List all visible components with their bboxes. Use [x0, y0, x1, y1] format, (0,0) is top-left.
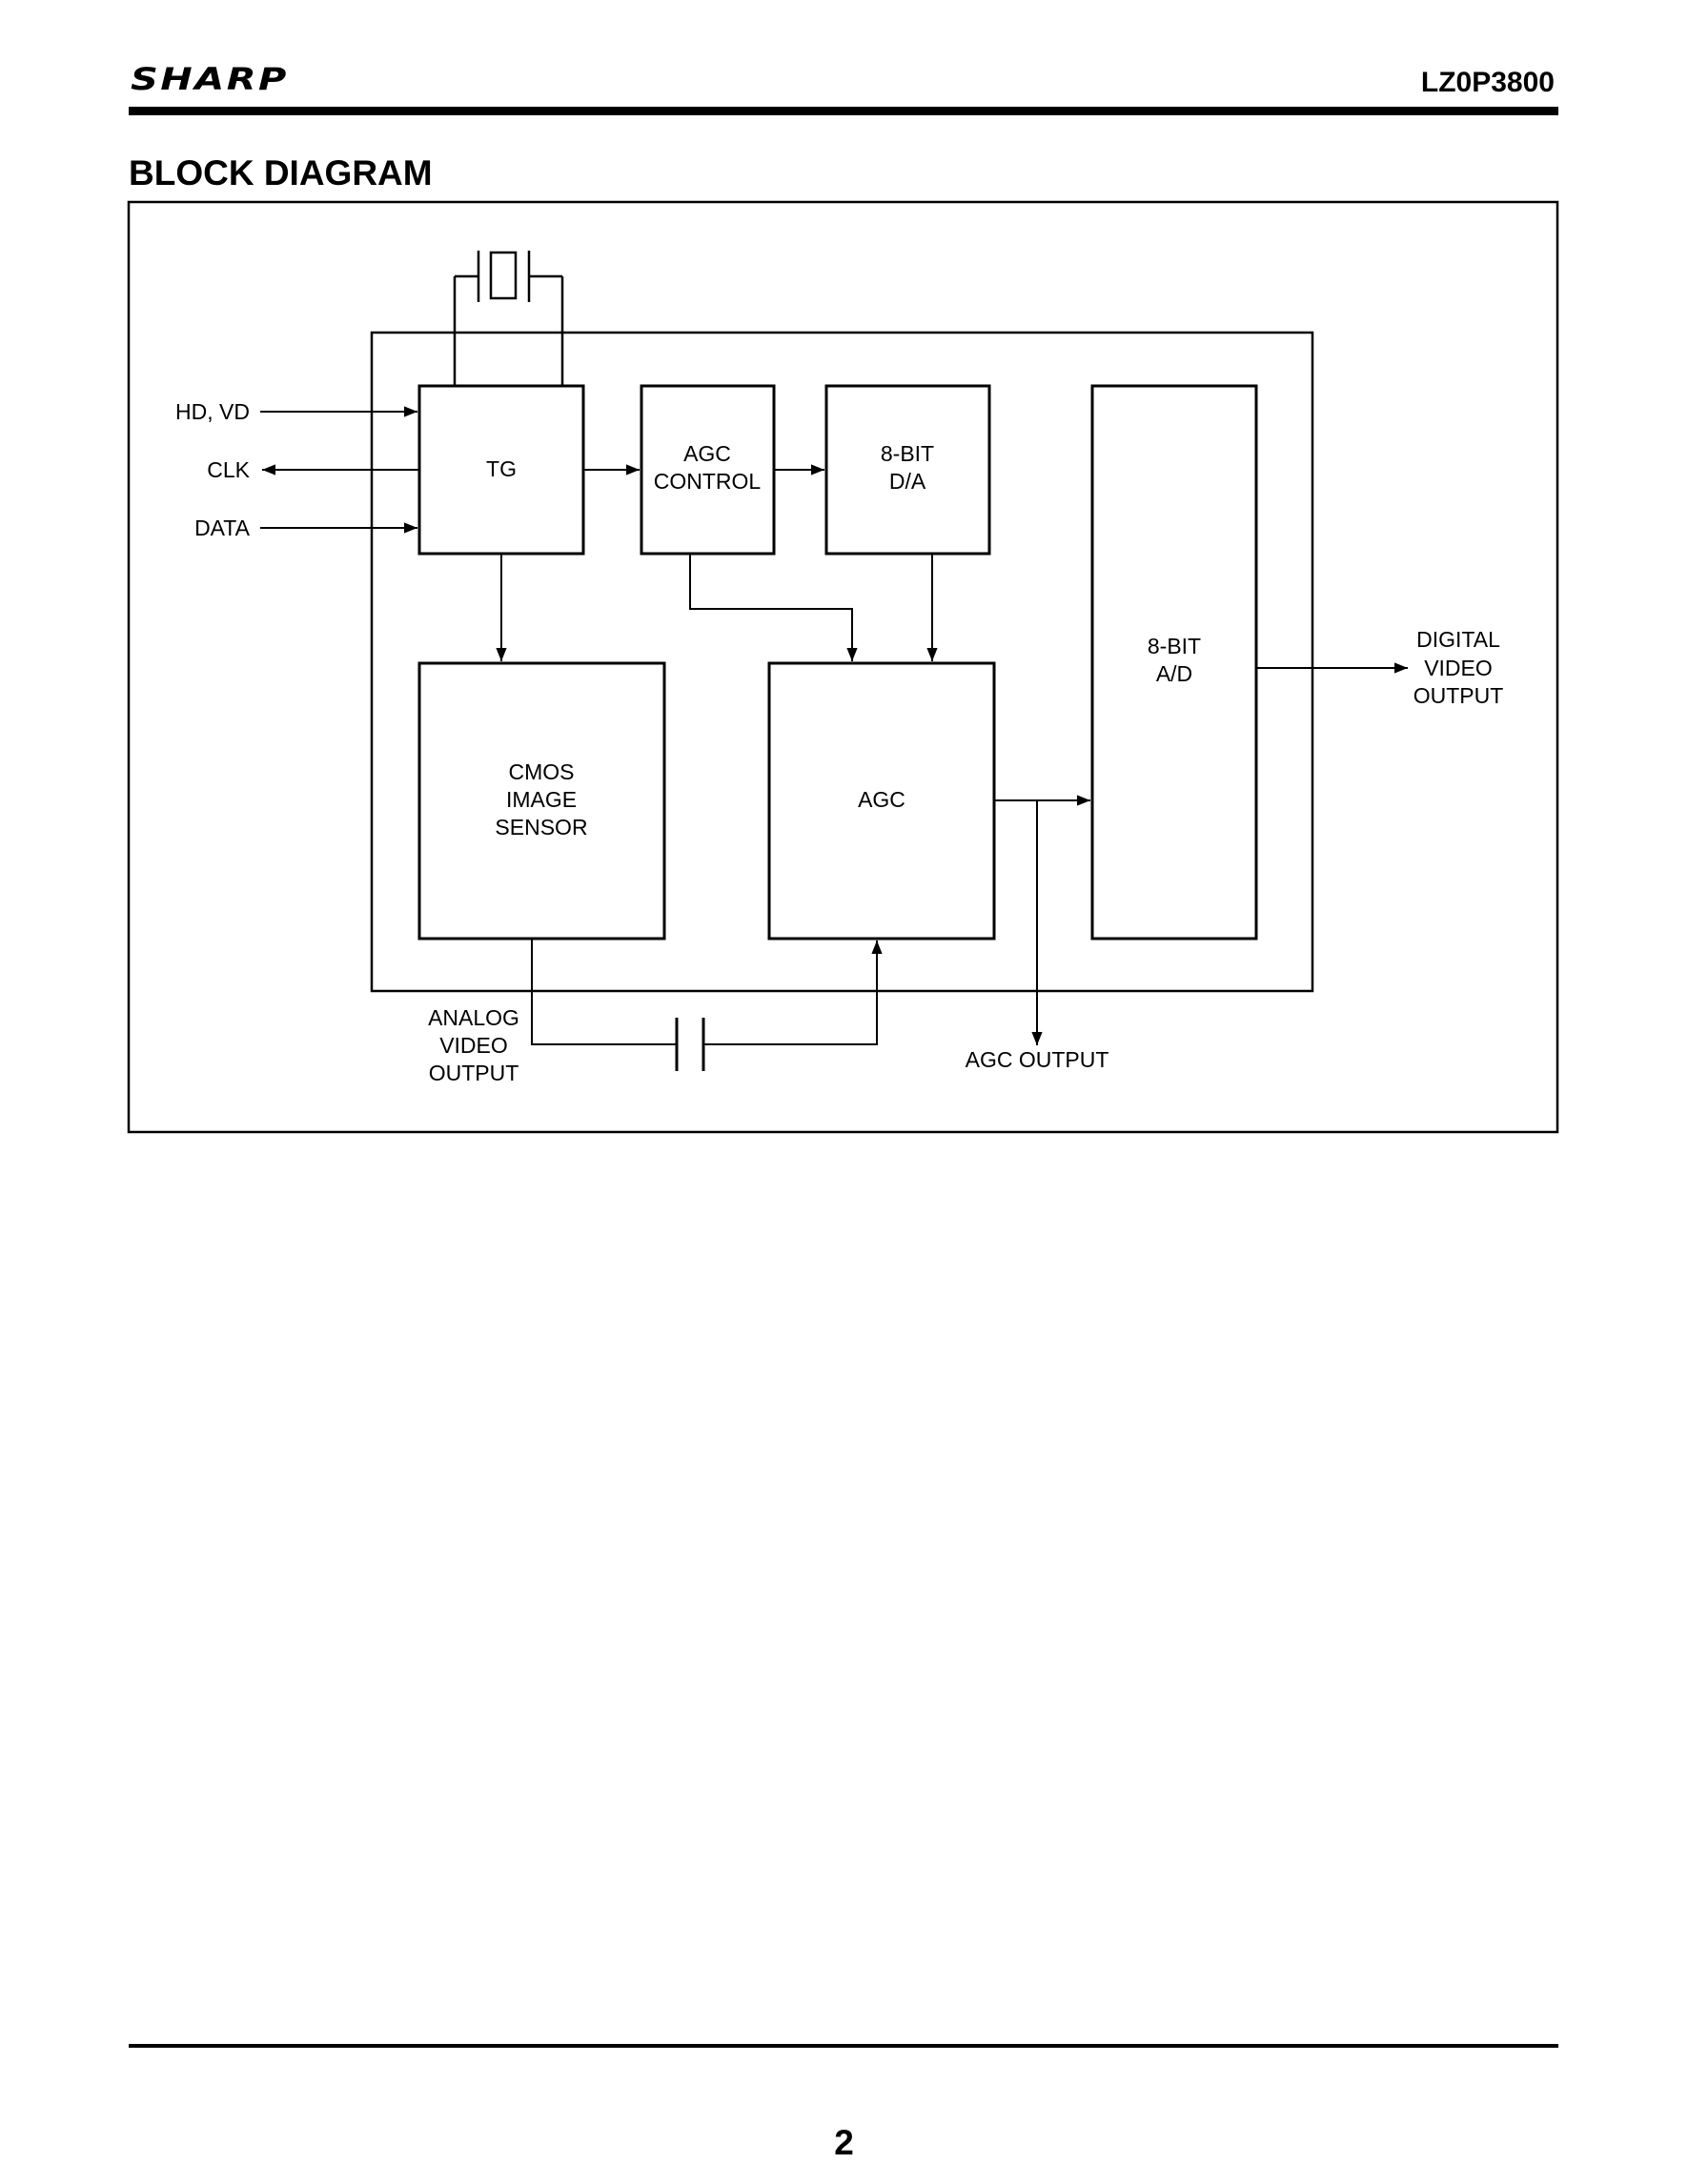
section-title: BLOCK DIAGRAM: [129, 153, 433, 192]
agc-control-to-agc-line: [689, 554, 858, 661]
cmos-label-line1: CMOS: [509, 759, 575, 784]
hd-vd-label: HD, VD: [175, 399, 250, 424]
agc-output-label: AGC OUTPUT: [966, 1047, 1109, 1072]
cmos-label-line2: IMAGE: [506, 787, 577, 812]
digital-output-label-line3: OUTPUT: [1413, 683, 1504, 708]
ad-label-line2: A/D: [1156, 661, 1192, 686]
da-label-line1: 8-BIT: [881, 441, 934, 466]
crystal-oscillator-symbol: [453, 251, 564, 386]
footer-rule: [129, 2044, 1558, 2048]
header-rule: [129, 107, 1558, 115]
da-label-line2: D/A: [889, 469, 926, 494]
sharp-logo: SHARP: [131, 61, 289, 97]
analog-output-label-line1: ANALOG: [428, 1005, 519, 1030]
part-number: LZ0P3800: [1420, 67, 1555, 98]
agc-control-label-line2: CONTROL: [654, 469, 762, 494]
diagram-frame: [127, 200, 1559, 1134]
clk-label: CLK: [207, 457, 250, 482]
analog-output-line: [531, 939, 677, 1045]
agc-label: AGC: [858, 787, 905, 812]
capacitor-to-agc-line: [703, 940, 883, 1045]
tg-label: TG: [486, 456, 517, 481]
analog-output-label-line2: VIDEO: [439, 1033, 508, 1058]
coupling-capacitor-symbol: [675, 1018, 705, 1071]
da-block: [824, 384, 991, 556]
chip-boundary: [370, 331, 1314, 993]
agc-control-label-line1: AGC: [683, 441, 731, 466]
digital-output-label-line2: VIDEO: [1424, 656, 1493, 680]
ad-block: [1090, 384, 1258, 940]
digital-output-label-line1: DIGITAL: [1416, 627, 1500, 652]
ad-label-line1: 8-BIT: [1148, 634, 1201, 658]
page-number: 2: [834, 2123, 854, 2162]
analog-output-label-line3: OUTPUT: [429, 1061, 519, 1085]
cmos-sensor-block: [417, 661, 666, 940]
cmos-label-line3: SENSOR: [495, 815, 587, 839]
data-label: DATA: [194, 516, 251, 540]
